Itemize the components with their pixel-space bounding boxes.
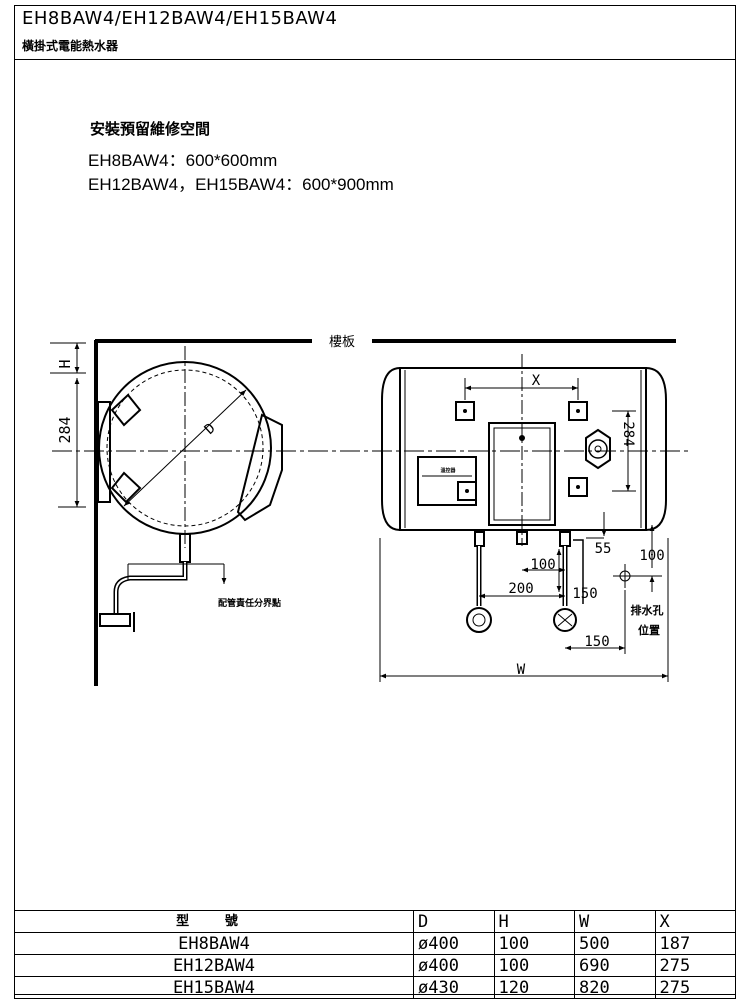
spec-cell-h: 100 (493, 954, 575, 977)
spec-header-x: X (654, 910, 736, 933)
title-block (14, 5, 736, 60)
side-view: H 284 D (50, 342, 283, 632)
front-dim-100-right: 100 (639, 548, 664, 564)
side-dim-h: H (56, 359, 74, 368)
spec-cell-h: 120 (493, 976, 575, 999)
spec-cell-x: 275 (654, 954, 736, 977)
product-subtitle: 橫掛式電能熱水器 (22, 39, 119, 53)
front-dim-x: X (532, 373, 541, 389)
clearance-line-1: EH8BAW4：600*600mm (88, 151, 278, 170)
clearance-title: 安裝預留維修空間 (90, 120, 211, 138)
front-dim-284: 284 (620, 421, 636, 446)
spec-cell-model: EH12BAW4 (14, 954, 414, 977)
table-row: EH12BAW4 ø400 100 690 275 (14, 954, 736, 977)
spec-cell-d: ø400 (413, 932, 495, 955)
spec-header-w: W (574, 910, 656, 933)
spec-cell-x: 187 (654, 932, 736, 955)
spec-header-model: 型 號 (14, 910, 414, 933)
side-dim-d: D (202, 420, 219, 437)
spec-cell-d: ø430 (413, 976, 495, 999)
spec-header-d: D (413, 910, 495, 933)
front-dim-150-vertical: 150 (572, 586, 597, 602)
clearance-line-2: EH12BAW4，EH15BAW4：600*900mm (88, 175, 394, 194)
spec-cell-w: 820 (574, 976, 656, 999)
spec-cell-x: 275 (654, 976, 736, 999)
spec-table: 型 號 D H W X EH8BAW4 ø400 100 500 187 EH1… (14, 910, 736, 999)
table-row: EH15BAW4 ø430 120 820 275 (14, 976, 736, 999)
side-dim-284: 284 (56, 416, 74, 443)
spec-cell-w: 690 (574, 954, 656, 977)
spec-cell-w: 500 (574, 932, 656, 955)
pipe-responsibility-note: 配管責任分界點 (218, 597, 281, 609)
spec-cell-model: EH15BAW4 (14, 976, 414, 999)
front-view (379, 354, 669, 682)
ceiling-label: 樓板 (329, 335, 355, 350)
front-dim-w: W (517, 662, 526, 678)
spec-header-h: H (493, 910, 575, 933)
table-row: EH8BAW4 ø400 100 500 187 (14, 932, 736, 955)
spec-cell-d: ø400 (413, 954, 495, 977)
front-dim-150-horizontal: 150 (584, 634, 609, 650)
drain-hole-label-1: 排水孔 (631, 603, 664, 617)
models-title: EH8BAW4/EH12BAW4/EH15BAW4 (22, 8, 338, 29)
front-panel-label: 溫控器 (440, 467, 456, 474)
front-dim-200: 200 (508, 581, 533, 597)
spec-header-row: 型 號 D H W X (14, 910, 736, 933)
drain-hole-label-2: 位置 (638, 623, 660, 637)
front-dim-100-mid: 100 (530, 557, 555, 573)
spec-cell-model: EH8BAW4 (14, 932, 414, 955)
spec-cell-h: 100 (493, 932, 575, 955)
front-dim-55: 55 (595, 541, 612, 557)
